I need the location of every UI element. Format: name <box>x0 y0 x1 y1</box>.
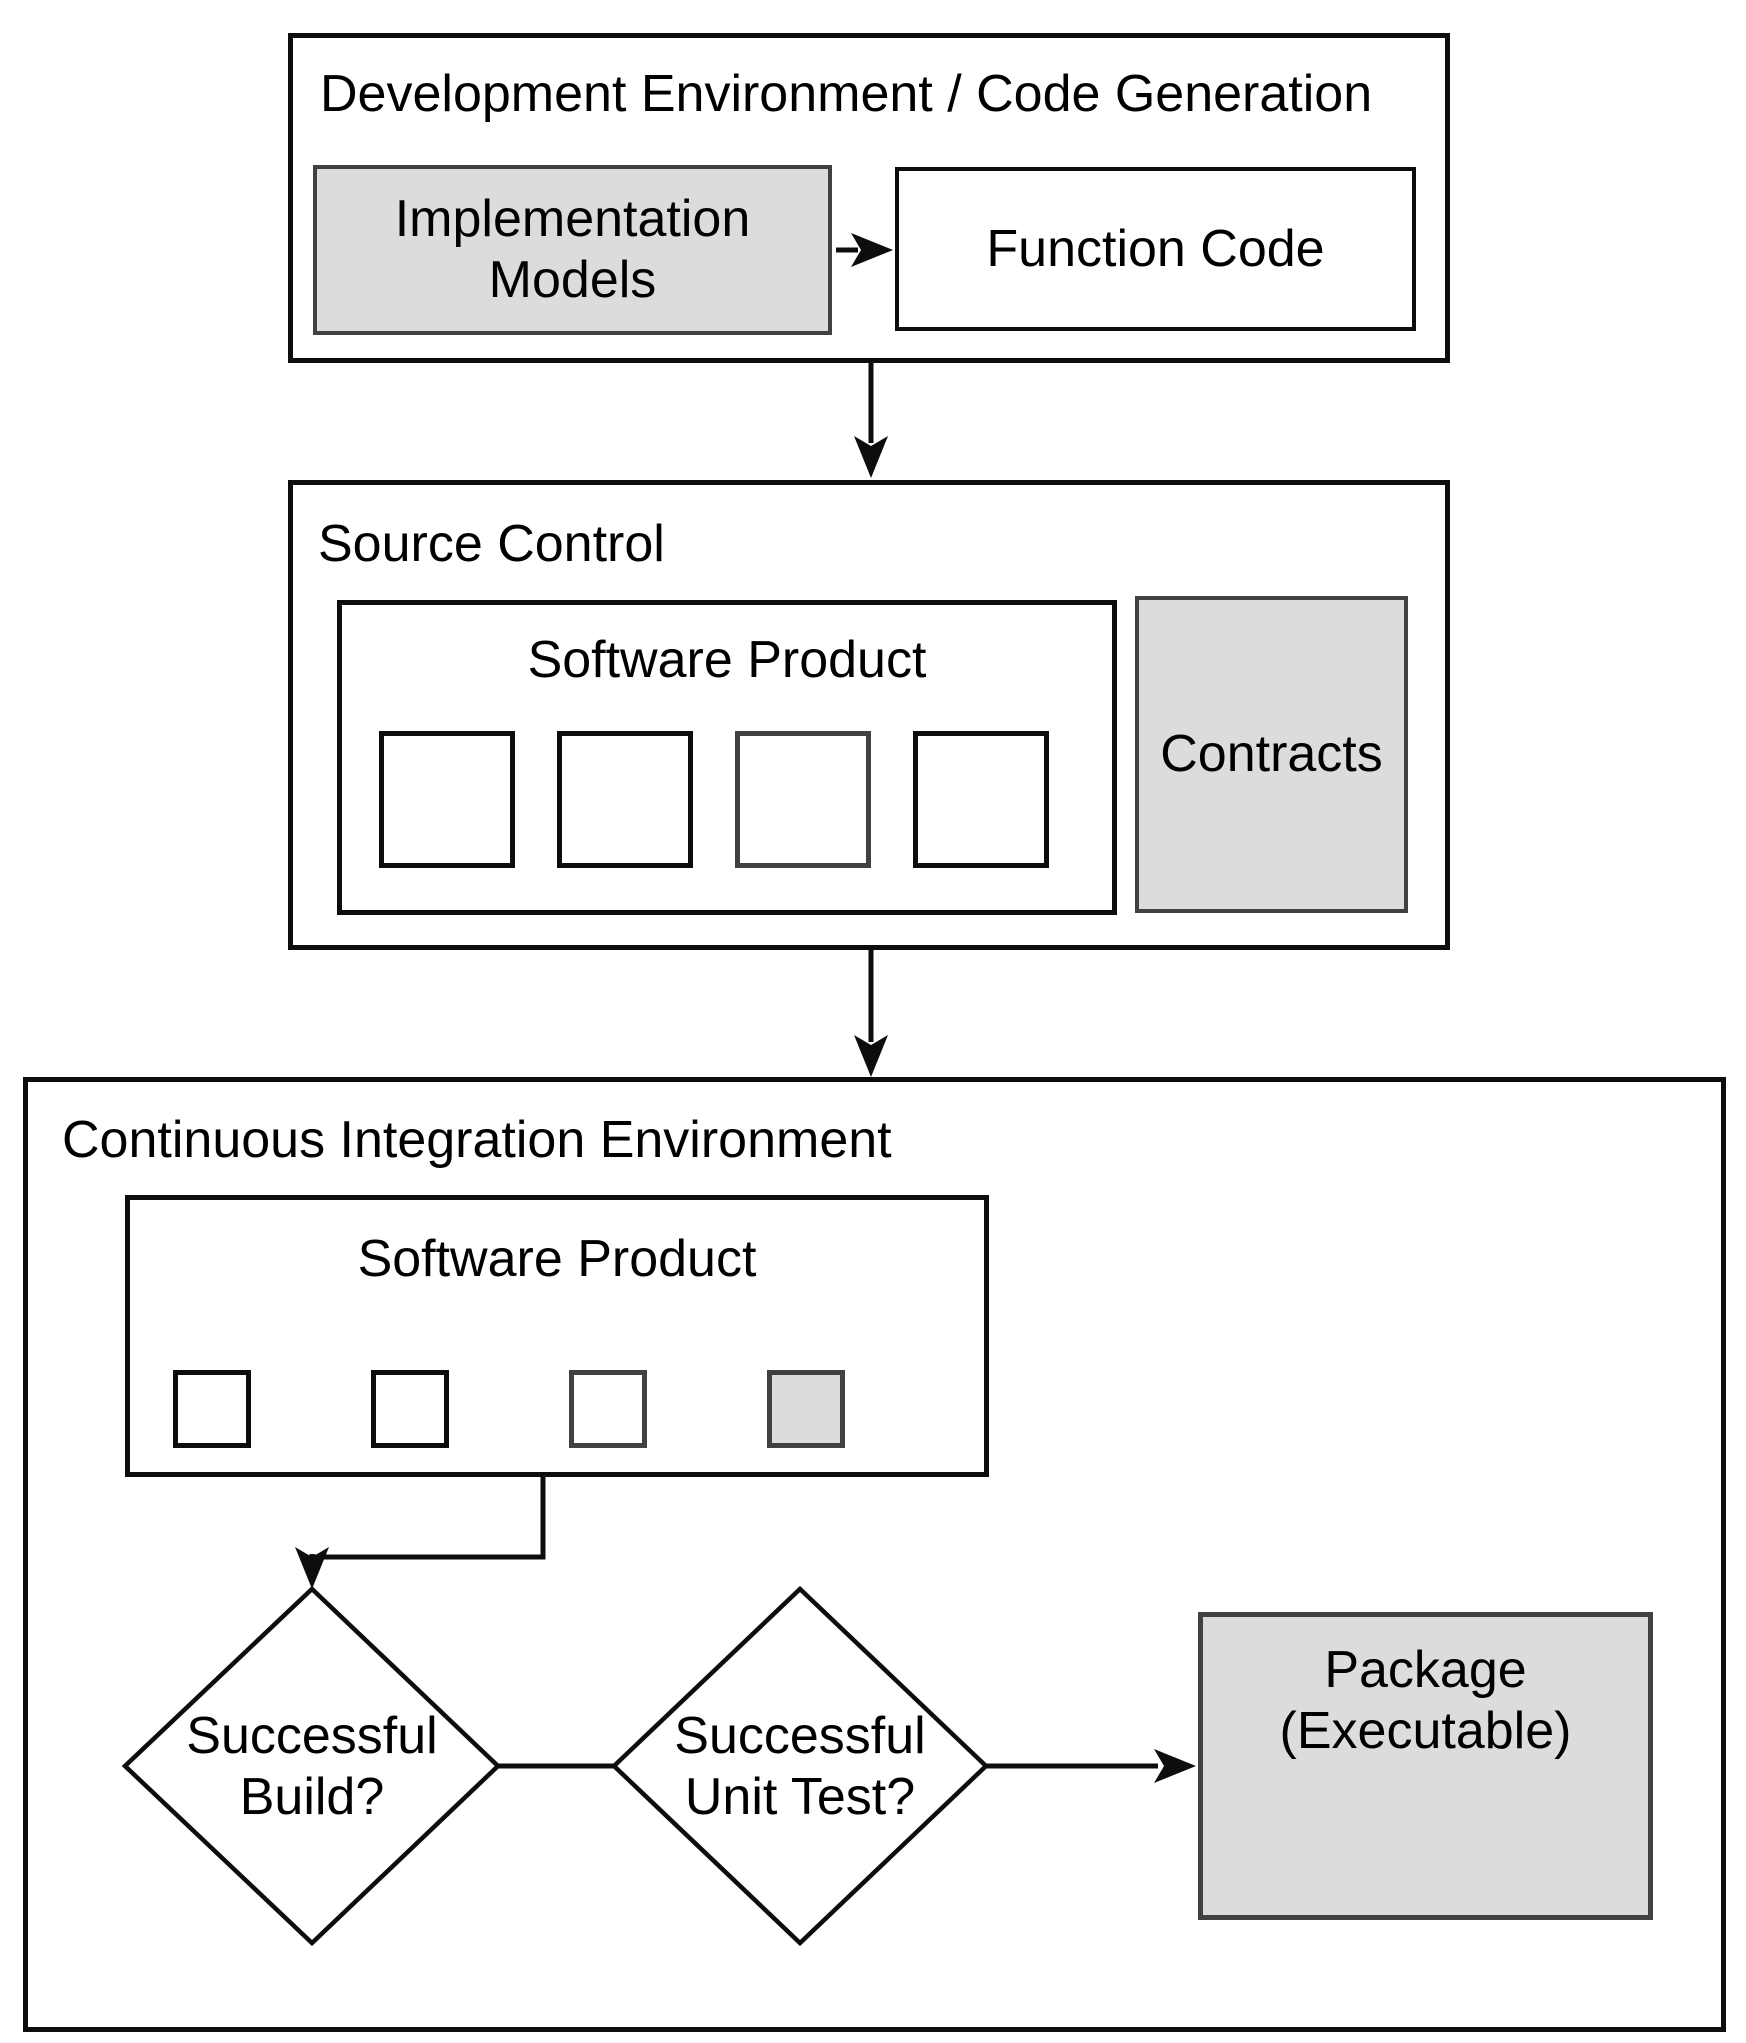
source-control-title: Source Control <box>318 515 665 573</box>
package-label: Package (Executable) <box>1198 1640 1653 1762</box>
dev-to-sc-arrowhead-icon <box>854 436 888 478</box>
module-square <box>557 731 693 868</box>
module-square <box>767 1370 845 1448</box>
sc-software-product-title: Software Product <box>527 631 927 689</box>
implementation-models-line2: Models <box>488 251 657 309</box>
module-square <box>569 1370 647 1448</box>
unittest-decision-line2: Unit Test? <box>684 1768 916 1826</box>
package-line1: Package <box>1324 1641 1527 1699</box>
module-square <box>735 731 871 868</box>
implementation-models-label: Implementation Models <box>317 169 828 331</box>
sc-module-squares <box>379 731 1049 868</box>
unittest-decision-label: Successful Unit Test? <box>620 1706 980 1828</box>
contracts-box: Contracts <box>1135 596 1408 913</box>
implementation-models-box: Implementation Models <box>313 165 832 335</box>
build-decision-label: Successful Build? <box>132 1706 492 1828</box>
module-square <box>913 731 1049 868</box>
sc-to-ci-arrowhead-icon <box>854 1035 888 1077</box>
build-decision-line2: Build? <box>239 1768 385 1826</box>
function-code-box: Function Code <box>895 167 1416 331</box>
ci-environment-title: Continuous Integration Environment <box>62 1111 892 1169</box>
build-decision-line1: Successful <box>186 1707 438 1765</box>
package-line2: (Executable) <box>1279 1702 1572 1760</box>
contracts-label: Contracts <box>1160 725 1383 783</box>
ci-software-product-title: Software Product <box>357 1230 757 1288</box>
implementation-models-line1: Implementation <box>394 190 751 248</box>
ci-module-squares <box>173 1370 845 1448</box>
function-code-label: Function Code <box>986 219 1325 278</box>
module-square <box>371 1370 449 1448</box>
dev-environment-title: Development Environment / Code Generatio… <box>320 65 1373 123</box>
package-box <box>1198 1612 1653 1920</box>
module-square <box>379 731 515 868</box>
unittest-decision-line1: Successful <box>674 1707 926 1765</box>
ci-software-product-box <box>125 1195 989 1477</box>
module-square <box>173 1370 251 1448</box>
